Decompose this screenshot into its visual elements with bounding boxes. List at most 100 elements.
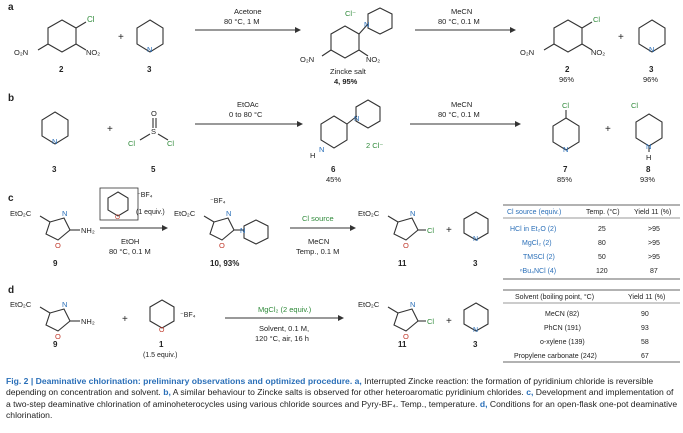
reaction-scheme: a Cl O₂N NO₂ 2 + N 3 Acetone 80 °C, 1 M … <box>8 2 680 363</box>
c-11-ester: EtO₂C <box>358 209 380 218</box>
b-step2-reagent: MeCN <box>451 100 472 109</box>
a-prod2-yield: 96% <box>643 75 658 84</box>
c-th-temp: Temp. (°C) <box>586 208 620 216</box>
c-row0-source: HCl in Et₂O (2) <box>510 226 556 233</box>
svg-text:+: + <box>122 314 128 325</box>
c-row2-yield: >95 <box>648 254 660 261</box>
d-pyrylium-structure <box>149 299 175 329</box>
c-9-o: O <box>55 241 61 250</box>
figure-caption: Fig. 2 | Deaminative chlorination: preli… <box>6 376 678 422</box>
b-cl-left: Cl <box>128 139 135 148</box>
panel-a-label: a <box>8 2 14 13</box>
b-step2-conditions: 80 °C, 0.1 M <box>438 110 480 119</box>
d-11-cl: Cl <box>427 317 434 326</box>
compound-9-structure <box>39 215 80 241</box>
b-step1-conditions: 0 to 80 °C <box>229 110 263 119</box>
caption-c-text: Development and implementation of a two-… <box>6 387 674 409</box>
compound-8-structure <box>635 113 663 152</box>
c-row3-temp: 120 <box>596 268 608 275</box>
a-no2-label: NO₂ <box>86 48 100 57</box>
c-bf4: ⁻BF₄ <box>137 192 153 199</box>
d-row0-yield: 90 <box>641 311 649 318</box>
d-9-num: 9 <box>53 340 58 349</box>
d-9-n: N <box>62 300 67 309</box>
c-pyridine-structure <box>463 211 489 241</box>
c-step1-conditions: 80 °C, 0.1 M <box>109 247 151 256</box>
c-10-n: N <box>226 209 231 218</box>
d-ester: EtO₂C <box>10 300 32 309</box>
d-cond-line2: 120 °C, air, 16 h <box>255 334 309 343</box>
compound-3-structure <box>136 19 164 53</box>
a-prod-no2: NO₂ <box>591 48 605 57</box>
b-7-num: 7 <box>563 165 568 174</box>
c-row1-temp: 80 <box>598 240 606 247</box>
a-reactant1-num: 2 <box>59 65 64 74</box>
c-pyry-box <box>99 187 139 221</box>
compound-10-structure <box>203 215 269 245</box>
c-th-source: Cl source (equiv.) <box>507 209 561 216</box>
caption-a-text: Interrupted Zincke reaction: the formati… <box>6 376 654 398</box>
a-prod-pyr-n: N <box>649 45 654 54</box>
c-row2-temp: 50 <box>598 254 606 261</box>
a-o2n-label: O₂N <box>14 48 28 57</box>
c-row0-yield: >95 <box>648 226 660 233</box>
b-6-yield: 45% <box>326 175 341 184</box>
b-6-n-bottom: N <box>319 145 324 154</box>
b-8-n: N <box>646 142 651 151</box>
zincke-name: Zincke salt <box>330 67 367 76</box>
c-th-yield: Yield 11 (%) <box>634 209 671 216</box>
d-row1-solvent: PhCN (191) <box>544 325 581 332</box>
d-1-num: 1 <box>159 340 164 349</box>
b-7-cl: Cl <box>562 101 569 110</box>
d-pyridine-structure <box>463 302 489 332</box>
a-step2-reagent: MeCN <box>451 7 472 16</box>
c-row3-source: ⁿBu₄NCl (4) <box>520 268 556 275</box>
c-step2-conditions: Temp., 0.1 M <box>296 247 339 256</box>
b-7-n: N <box>563 145 568 154</box>
a-step2-conditions: 80 °C, 0.1 M <box>438 17 480 26</box>
c-10-ester: EtO₂C <box>174 209 196 218</box>
d-9-o: O <box>55 332 61 341</box>
b-6-h: H <box>310 151 315 160</box>
d-cond-line1: Solvent, 0.1 M, <box>259 324 309 333</box>
zincke-num: 4, 95% <box>334 77 358 86</box>
b-step1-reagent: EtOAc <box>237 100 259 109</box>
caption-b-text: A similar behaviour to Zincke salts is o… <box>170 387 527 398</box>
d-11-num: 11 <box>398 340 407 349</box>
c-3-num: 3 <box>473 259 478 268</box>
d-row0-solvent: MeCN (82) <box>545 311 579 318</box>
c-row1-yield: >95 <box>648 240 660 247</box>
c-9-num: 9 <box>53 259 58 268</box>
c-11-num: 11 <box>398 259 407 268</box>
panel-c-label: c <box>8 193 14 204</box>
c-10-o: O <box>219 241 225 250</box>
caption-d-text: Conditions for an open-flask one-pot dea… <box>6 398 678 421</box>
c-row0-temp: 25 <box>598 226 606 233</box>
a-step1-reagent: Acetone <box>234 7 262 16</box>
caption-title: Fig. 2 | Deaminative chlorination: preli… <box>6 376 353 386</box>
c-11-n: N <box>410 209 415 218</box>
zincke-no2: NO₂ <box>366 55 380 64</box>
c-11-cl: Cl <box>427 226 434 235</box>
a-prod2-num: 3 <box>649 65 654 74</box>
b-s: S <box>151 127 156 136</box>
d-pyry-o: O <box>159 327 165 334</box>
d-reagent: MgCl₂ (2 equiv.) <box>258 305 312 314</box>
b-cl-right: Cl <box>167 139 174 148</box>
caption-b-label: b, <box>163 387 171 398</box>
b-8-num: 8 <box>646 165 651 174</box>
zincke-o2n: O₂N <box>300 55 314 64</box>
caption-c-label: c, <box>526 387 534 398</box>
svg-text:+: + <box>446 316 452 327</box>
svg-text:+: + <box>446 225 452 236</box>
a-prod-cl: Cl <box>593 15 600 24</box>
panel-b-label: b <box>8 93 14 104</box>
d-pyr-n: N <box>473 327 478 334</box>
c-pyrylium-structure <box>107 191 129 217</box>
compound-7-structure <box>552 110 580 151</box>
caption-d-label: d, <box>479 398 488 409</box>
a-prod1-yield: 96% <box>559 75 574 84</box>
b-reactant2-num: 5 <box>151 165 156 174</box>
a-cl-label: Cl <box>87 15 95 24</box>
d-bf4: ⁻BF₄ <box>180 312 196 319</box>
